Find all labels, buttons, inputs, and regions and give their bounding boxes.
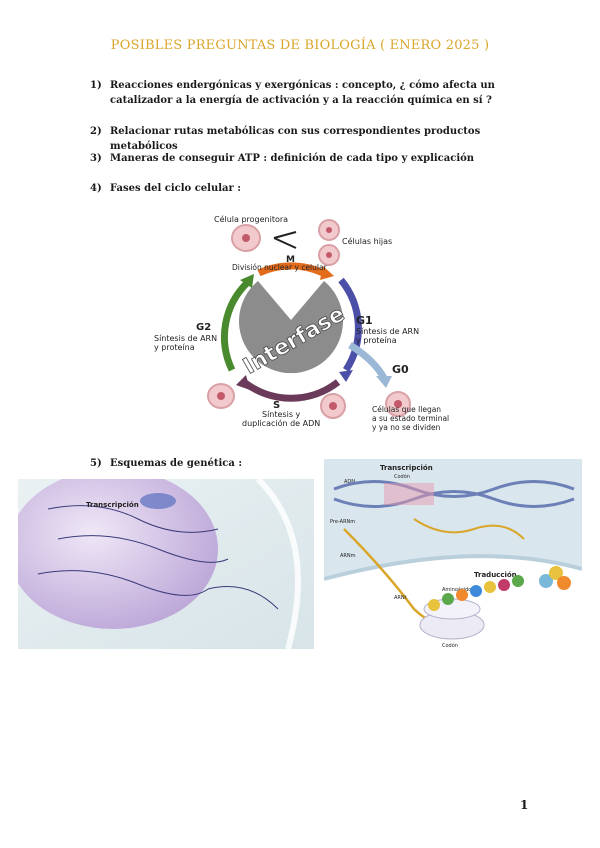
daughters-label: Células hijas xyxy=(342,236,392,246)
question-text: Relacionar rutas metabólicas con sus cor… xyxy=(110,126,481,152)
g0-arrow-icon xyxy=(376,376,392,388)
transcription-label: Transcripción xyxy=(86,501,139,509)
cell-cycle-diagram: Interfase Célula progenitora Células hij… xyxy=(154,214,449,432)
adn-label: ADN xyxy=(344,479,355,485)
g2-description: y proteína xyxy=(154,343,195,352)
page-title: POSIBLES PREGUNTAS DE BIOLOGÍA ( ENERO 2… xyxy=(110,38,490,53)
question-text: Reacciones endergónicas y exergónicas : … xyxy=(110,80,495,106)
daughter-cell-icon xyxy=(318,244,340,266)
question-number: 1) xyxy=(90,80,102,91)
question-number: 2) xyxy=(90,126,102,137)
arnt-label: ARNt xyxy=(394,595,407,601)
question-text: Esquemas de genética : xyxy=(110,458,243,469)
genetics-nucleus-illustration: Transcripción xyxy=(18,479,314,649)
dna-helix-icon xyxy=(333,480,575,508)
transcription-label: Transcripción xyxy=(380,464,433,472)
amino-acid-chain-icon xyxy=(428,575,524,611)
progenitor-label: Célula progenitora xyxy=(214,214,288,224)
g0-label: G0 xyxy=(392,363,409,376)
g1-phase-arc xyxy=(338,277,362,372)
codon-label: Codón xyxy=(442,642,458,649)
codon-label: Codón xyxy=(394,473,410,480)
division-arrows xyxy=(273,231,297,249)
s-label: S xyxy=(273,400,280,411)
m-description: División nuclear y celular xyxy=(232,263,328,272)
protein-chain-icon xyxy=(539,566,571,590)
g0-description: a su estado terminal xyxy=(372,414,449,423)
g0-description: y ya no se dividen xyxy=(372,423,441,432)
g2-label: G2 xyxy=(196,322,211,333)
g1-description: Síntesis de ARN xyxy=(356,327,419,336)
progenitor-cell-icon xyxy=(231,224,261,252)
question-number: 3) xyxy=(90,153,102,164)
question-text: Maneras de conseguir ATP : definición de… xyxy=(110,153,475,164)
g2-description: Síntesis de ARN xyxy=(154,334,217,343)
question-text: Fases del ciclo celular : xyxy=(110,183,241,194)
question-number: 5) xyxy=(90,458,102,469)
pre-arnm-label: Pre-ARNm xyxy=(330,519,355,525)
g2-arrow-icon xyxy=(240,274,254,288)
g2-phase-arc xyxy=(220,279,251,372)
g1-arrow-icon xyxy=(339,370,353,382)
transcription-translation-illustration: Transcripción Codón ADN Pre-ARNm ARNm Tr… xyxy=(324,459,582,657)
s-description: duplicación de ADN xyxy=(242,418,320,428)
m-arrow-icon xyxy=(320,266,334,280)
s-cell-icon xyxy=(320,393,346,419)
s-phase-arc xyxy=(241,379,341,402)
m-label: M xyxy=(286,255,295,265)
page-number: 1 xyxy=(520,798,529,812)
dna-helix-icon xyxy=(140,493,176,509)
question-number: 4) xyxy=(90,183,102,194)
g0-cell-icon xyxy=(385,391,411,417)
arnm-label: ARNm xyxy=(340,553,356,559)
m-phase-arc xyxy=(257,262,325,277)
daughter-cell-icon xyxy=(318,219,340,241)
amino-label: Aminoácidos xyxy=(442,586,474,593)
g2-cell-icon xyxy=(207,383,235,409)
g0-description: Células que llegan xyxy=(372,405,441,414)
s-description: Síntesis y xyxy=(262,410,301,419)
interphase-pie xyxy=(239,281,343,374)
s-arrow-icon xyxy=(236,375,250,390)
g1-label: G1 xyxy=(356,314,373,327)
g1-description: y proteína xyxy=(356,336,397,345)
g0-arrow xyxy=(348,342,388,380)
nucleus-shape xyxy=(18,479,218,629)
translation-label: Traducción xyxy=(474,571,517,579)
